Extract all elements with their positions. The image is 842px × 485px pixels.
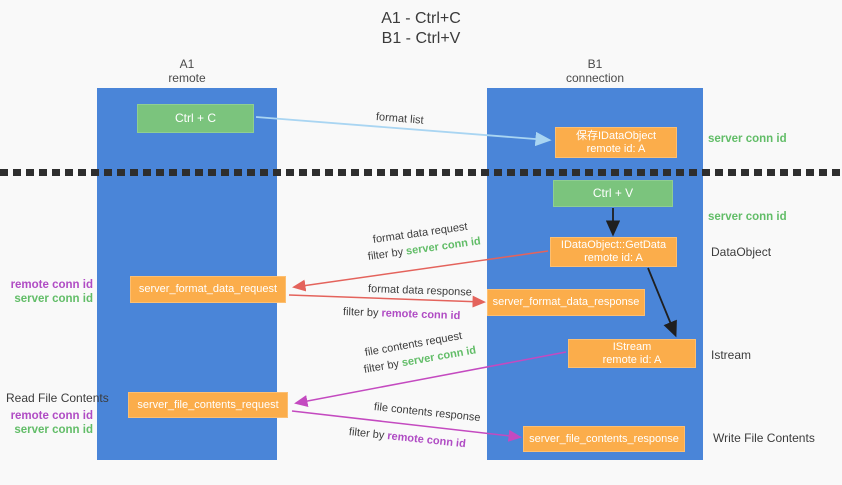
server-file-contents-response-box: server_file_contents_response — [523, 426, 685, 452]
server-file-contents-request-box: server_file_contents_request — [128, 392, 288, 418]
column-header-b1: B1 connection — [487, 57, 703, 85]
getdata-line2: remote id: A — [584, 252, 643, 264]
istream-line1: IStream — [612, 340, 652, 353]
server-format-data-response-label: server_format_data_response — [492, 296, 640, 308]
filter-by-prefix: filter by — [342, 306, 382, 320]
format-list-label: format list — [375, 111, 425, 127]
column-a1-role: remote — [168, 71, 206, 85]
idataobject-getdata-box: IDataObject::GetData remote id: A — [550, 237, 677, 267]
server-format-data-request-label: server_format_data_request — [138, 283, 278, 295]
filter-by-remote-conn-id-label-1: filter by remote conn id — [343, 306, 461, 322]
phase-separator-dotted-line — [0, 169, 842, 176]
column-b1-name: B1 — [587, 57, 603, 71]
ctrl-v-label: Ctrl + V — [592, 186, 634, 200]
server-conn-id-annotation-top: server conn id — [708, 133, 787, 145]
dataobject-annotation: DataObject — [711, 245, 772, 259]
remote-conn-id-annotation: remote conn id — [10, 410, 93, 422]
save-idataobject-box: 保存IDataObject remote id: A — [555, 127, 677, 158]
format-data-response-label: format data response — [367, 283, 473, 299]
istream-annotation: Istream — [711, 348, 752, 362]
column-header-a1: A1 remote — [97, 57, 277, 85]
remote-conn-id-target: remote conn id — [386, 430, 467, 451]
conn-id-annotation-format: remote conn id server conn id — [8, 278, 93, 306]
filter-by-prefix: filter by — [362, 357, 403, 376]
server-conn-id-annotation: server conn id — [14, 293, 93, 305]
istream-line2: remote id: A — [602, 353, 662, 366]
server-format-data-request-box: server_format_data_request — [130, 276, 286, 303]
server-file-contents-request-label: server_file_contents_request — [137, 398, 279, 411]
column-b1-role: connection — [565, 71, 625, 85]
remote-conn-id-annotation: remote conn id — [10, 279, 93, 291]
title-line-b1: B1 - Ctrl+V — [381, 30, 461, 47]
getdata-line1: IDataObject::GetData — [560, 239, 667, 251]
istream-box: IStream remote id: A — [568, 339, 696, 368]
title-line-a1: A1 - Ctrl+C — [381, 10, 461, 27]
file-contents-response-label: file contents response — [373, 401, 482, 425]
server-conn-id-annotation: server conn id — [14, 424, 93, 436]
filter-by-prefix: filter by — [367, 245, 407, 263]
conn-id-annotation-file: remote conn id server conn id — [8, 409, 93, 437]
server-conn-id-annotation-mid: server conn id — [708, 211, 787, 223]
ctrl-v-box: Ctrl + V — [553, 180, 673, 207]
remote-conn-id-target: remote conn id — [381, 307, 461, 323]
read-file-contents-annotation: Read File Contents — [6, 391, 109, 405]
column-a1-name: A1 — [179, 57, 195, 71]
save-idataobject-line1: 保存IDataObject — [575, 129, 657, 142]
server-file-contents-response-label: server_file_contents_response — [529, 432, 679, 445]
ctrl-c-label: Ctrl + C — [174, 111, 216, 125]
filter-by-remote-conn-id-label-2: filter by remote conn id — [348, 426, 466, 450]
write-file-contents-annotation: Write File Contents — [713, 431, 815, 445]
save-idataobject-line2: remote id: A — [586, 142, 646, 155]
ctrl-c-box: Ctrl + C — [137, 104, 254, 133]
filter-by-prefix: filter by — [348, 426, 388, 442]
server-format-data-response-box: server_format_data_response — [487, 289, 645, 316]
diagram-title: A1 - Ctrl+C B1 - Ctrl+V — [301, 9, 541, 49]
